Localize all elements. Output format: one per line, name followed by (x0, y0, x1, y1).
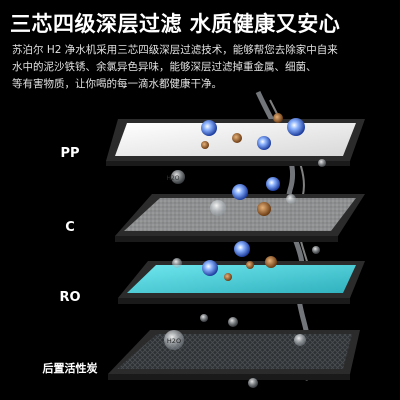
layer-label-ro: RO (59, 290, 81, 305)
headline: 三芯四级深层过滤 水质健康又安心 (10, 12, 341, 36)
h2o-label-small: H2O (166, 175, 179, 182)
filter-layer-post-carbon (108, 330, 360, 380)
layer-label-c: C (65, 220, 75, 235)
filter-layer-ro (118, 261, 365, 304)
layer-label-post-carbon: 后置活性炭 (42, 362, 98, 375)
h2o-label-main: H2O (167, 337, 181, 345)
layer-label-pp: PP (60, 146, 80, 161)
contaminant-molecules (164, 113, 326, 388)
intro-text: 苏泊尔 H2 净水机采用三芯四级深层过滤技术，能够帮您去除家中自来 水中的泥沙铁… (12, 42, 382, 93)
intro-line: 水中的泥沙铁锈、余氯异色异味，能够深层过滤掉重金属、细菌、 (12, 61, 317, 73)
filter-layer-c (115, 194, 365, 242)
intro-line: 等有害物质，让你喝的每一滴水都健康干净。 (12, 78, 222, 90)
intro-line: 苏泊尔 H2 净水机采用三芯四级深层过滤技术，能够帮您去除家中自来 (12, 44, 338, 56)
